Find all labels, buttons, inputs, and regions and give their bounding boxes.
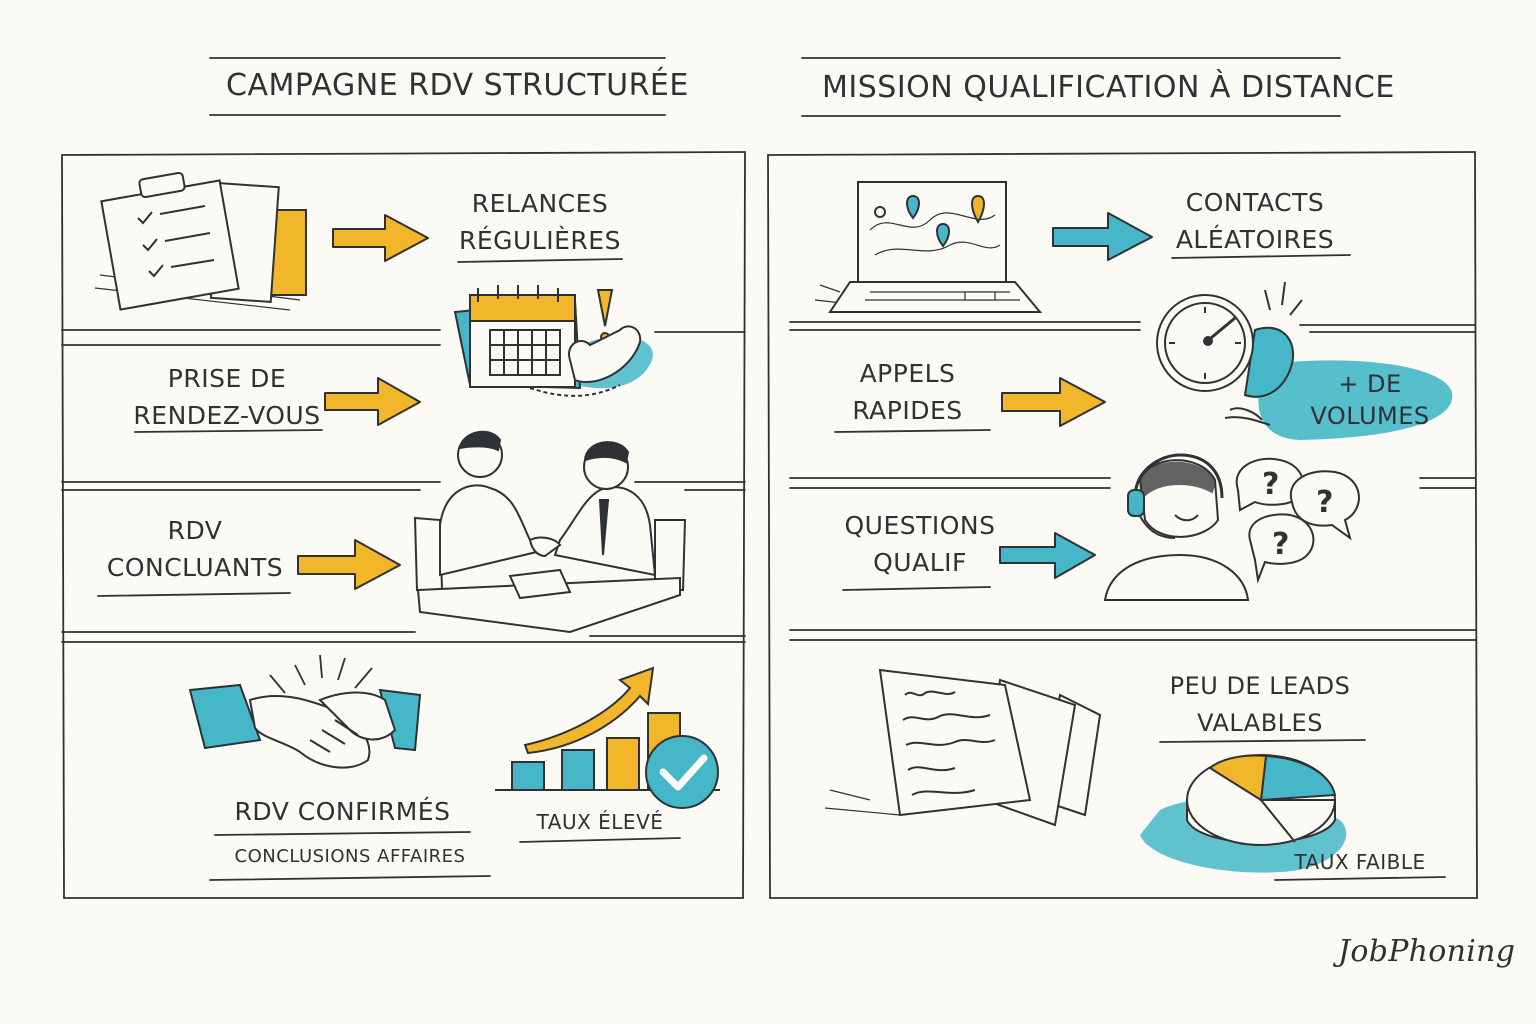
label-line: volumes: [1310, 402, 1430, 430]
rate-low: Taux faible: [1294, 850, 1426, 874]
result-conclusions: Conclusions affaires: [234, 846, 466, 867]
label-relances: Relances régulières: [455, 185, 625, 259]
label-line: qualif: [873, 548, 967, 577]
right-panel-title: Mission Qualification à Distance: [822, 70, 1395, 105]
clipboard-icon: [94, 171, 307, 311]
label-line: concluants: [106, 553, 284, 582]
label-contacts: Contacts aléatoires: [1165, 184, 1345, 258]
stopwatch-icon: [1156, 281, 1303, 426]
label-line: RDV: [167, 516, 223, 545]
arrow-icon: [1052, 212, 1153, 261]
left-panel-title: Campagne RDV structurée: [226, 68, 689, 103]
label-line: Contacts: [1185, 188, 1325, 217]
arrow-icon: [999, 532, 1096, 579]
document-icon: [824, 668, 1102, 827]
svg-text:?: ?: [1262, 467, 1279, 502]
brand-logo: JobPhoning: [1338, 934, 1516, 969]
question-marks: ? ? ?: [1262, 467, 1333, 562]
label-rdv-concluants: RDV concluants: [95, 512, 295, 586]
arrow-icon: [297, 539, 401, 590]
question-bubble-icon: [1235, 457, 1360, 584]
label-line: rendez-vous: [133, 401, 321, 430]
label-prise-rdv: Prise de rendez-vous: [132, 360, 322, 434]
label-line: Prise de: [167, 364, 287, 393]
label-questions: Questions qualif: [835, 507, 1005, 581]
phone-icon: [529, 325, 642, 397]
label-line: Relances: [471, 189, 609, 218]
label-line: régulières: [459, 226, 621, 255]
label-line: Questions: [844, 511, 996, 540]
arrow-icon: [332, 214, 429, 262]
calendar-icon: [453, 285, 653, 390]
result-peu-leads: Peu de leads valables: [1150, 668, 1370, 742]
label-volumes: + de volumes: [1295, 368, 1445, 432]
result-rdv-confirmes: RDV confirmés: [215, 793, 470, 830]
arrow-icon: [324, 377, 421, 426]
label-line: Appels: [859, 359, 956, 388]
svg-text:?: ?: [1272, 527, 1289, 562]
label-appels: Appels rapides: [835, 355, 980, 429]
checkmark-icon: [645, 735, 719, 809]
arrow-icon: [1001, 377, 1106, 427]
laptop-map-icon: [814, 181, 1043, 313]
rate-high: Taux élevé: [536, 810, 664, 834]
label-line: valables: [1197, 709, 1323, 737]
label-line: RDV confirmés: [234, 797, 451, 826]
pie-chart-icon: [1186, 754, 1337, 846]
handshake-icon: [188, 654, 422, 769]
label-line: Peu de leads: [1169, 672, 1351, 700]
label-line: + de: [1338, 370, 1402, 398]
svg-text:?: ?: [1316, 485, 1333, 520]
headset-agent-icon: [1103, 453, 1250, 601]
meeting-icon: [413, 430, 687, 634]
label-line: rapides: [852, 396, 963, 425]
label-line: aléatoires: [1175, 225, 1335, 254]
